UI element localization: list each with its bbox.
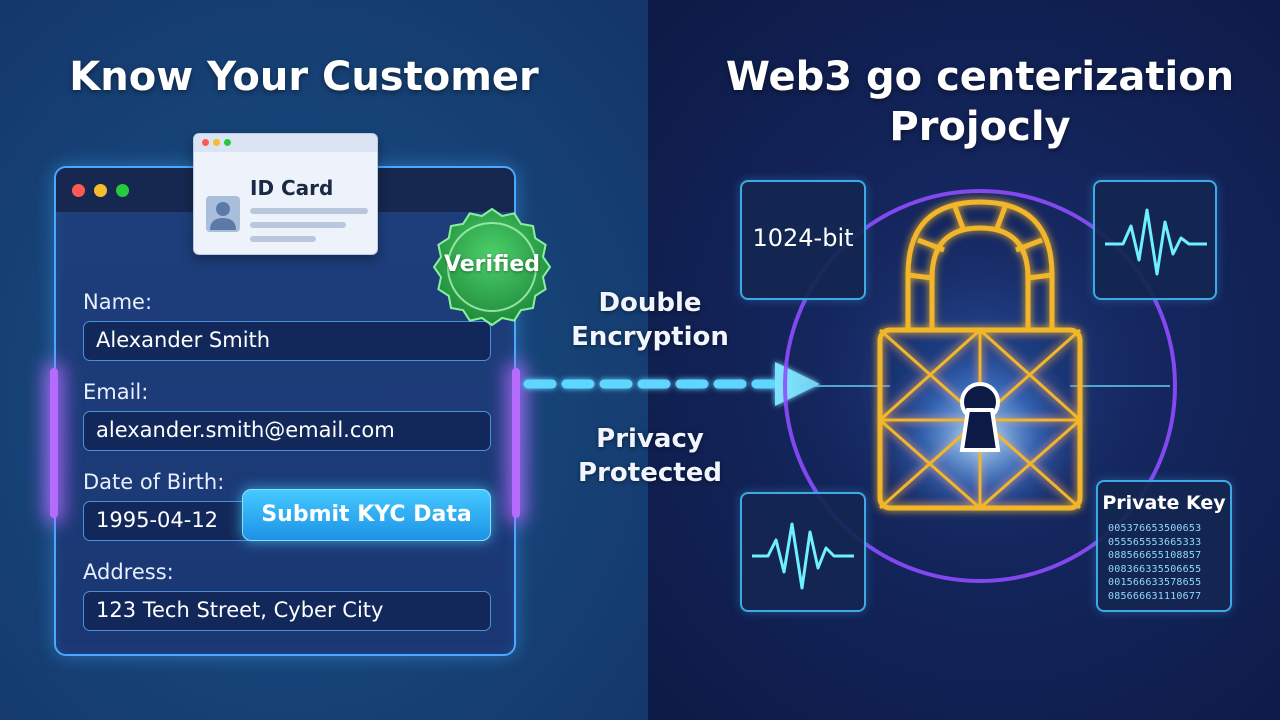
id-card-line xyxy=(250,208,368,214)
kyc-title: Know Your Customer xyxy=(69,54,539,100)
address-field[interactable]: 123 Tech Street, Cyber City xyxy=(83,591,491,631)
double-encryption-label: Double Encryption xyxy=(571,288,729,352)
name-field[interactable]: Alexander Smith xyxy=(83,321,491,361)
privacy-protected-label: Privacy Protected xyxy=(578,424,722,488)
dob-label: Date of Birth: xyxy=(83,470,225,494)
left-edge-glow xyxy=(50,368,58,518)
verified-label: Verified xyxy=(443,252,541,277)
id-card-titlebar xyxy=(194,134,377,152)
waveform-icon xyxy=(752,522,854,590)
private-key-line: 055565553665333 xyxy=(1108,536,1202,548)
window-maximize-dot-icon[interactable] xyxy=(116,184,129,197)
window-minimize-dot-icon[interactable] xyxy=(94,184,107,197)
private-key-line: 085666631110677 xyxy=(1108,590,1202,602)
dob-field[interactable]: 1995-04-12 xyxy=(83,501,253,541)
private-key-line: 008366335506655 xyxy=(1108,563,1202,575)
email-field[interactable]: alexander.smith@email.com xyxy=(83,411,491,451)
id-card: ID Card xyxy=(193,133,378,255)
private-key-title: Private Key xyxy=(1102,492,1226,514)
padlock-icon xyxy=(877,199,1083,511)
id-card-red-dot-icon xyxy=(202,139,209,146)
email-label: Email: xyxy=(83,380,149,404)
id-card-line xyxy=(250,236,316,242)
id-card-line xyxy=(250,222,346,228)
private-key-line: 088566655108857 xyxy=(1108,550,1202,561)
id-card-yellow-dot-icon xyxy=(213,139,220,146)
waveform-icon xyxy=(1105,208,1207,276)
id-avatar-icon xyxy=(206,196,240,232)
bit-strength-tile: 1024-bit xyxy=(740,180,866,300)
id-card-title: ID Card xyxy=(250,176,334,200)
waveform-tile-bottom xyxy=(740,492,866,612)
address-label: Address: xyxy=(83,560,174,584)
private-key-tile: Private Key 005376653500653 055565553665… xyxy=(1096,480,1232,612)
kyc-form-window: Name: Alexander Smith Email: alexander.s… xyxy=(50,166,520,656)
name-label: Name: xyxy=(83,290,153,314)
private-key-digits: 005376653500653 055565553665333 08856665… xyxy=(1108,522,1226,603)
waveform-tile-top xyxy=(1093,180,1217,300)
id-card-green-dot-icon xyxy=(224,139,231,146)
private-key-line: 005376653500653 xyxy=(1108,523,1202,534)
window-close-dot-icon[interactable] xyxy=(72,184,85,197)
web3-title: Web3 go centerization Projocly xyxy=(725,54,1235,150)
submit-kyc-button[interactable]: Submit KYC Data xyxy=(242,489,491,541)
verified-seal-icon xyxy=(432,207,552,327)
private-key-line: 001566633578655 xyxy=(1108,577,1202,588)
right-edge-glow xyxy=(512,368,520,518)
bit-strength-label: 1024-bit xyxy=(752,224,854,252)
